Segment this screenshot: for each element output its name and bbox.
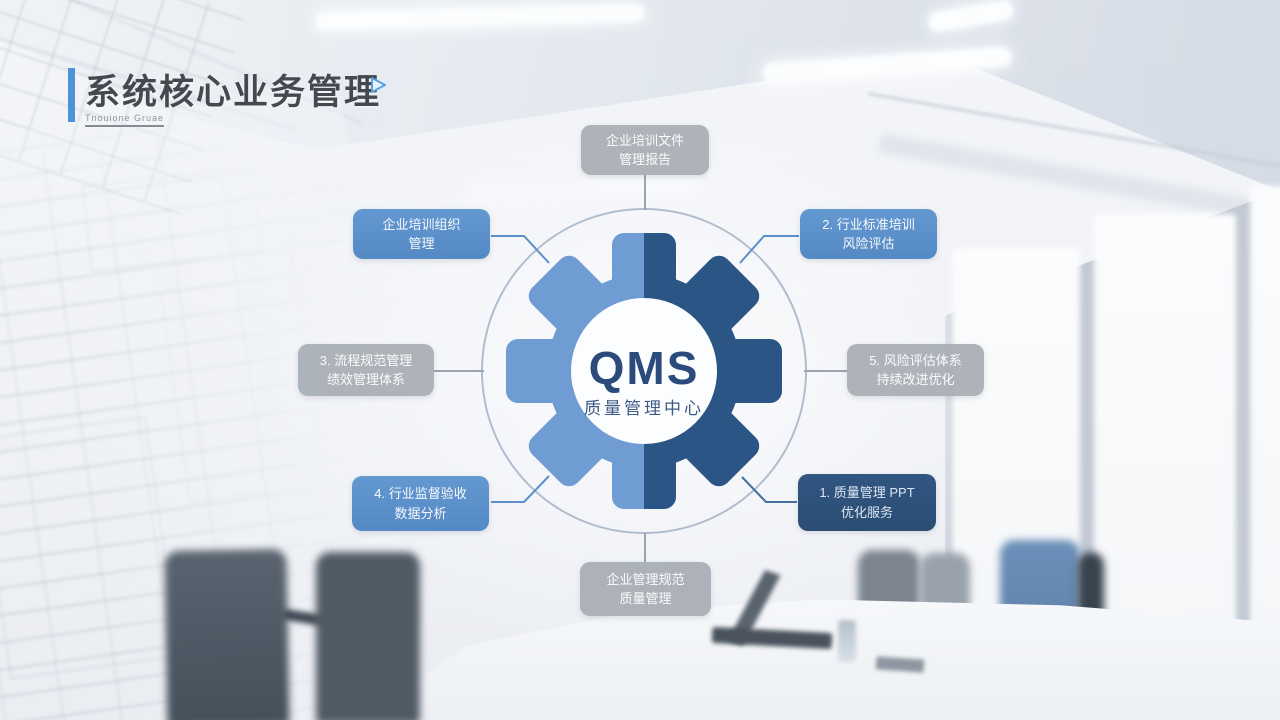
node-line: 优化服务 xyxy=(840,504,893,520)
node-line: 4. 行业监督验收 xyxy=(374,486,467,501)
ceiling-light-strip xyxy=(926,0,1016,34)
ceiling-light-strip xyxy=(469,179,701,202)
window-pane xyxy=(952,248,1080,720)
laptop-base xyxy=(711,626,833,650)
title-caption: Tnouione Gruae xyxy=(85,113,165,127)
node-line: 持续改进优化 xyxy=(876,372,955,387)
node-supervision-acceptance: 4. 行业监督验收 数据分析 xyxy=(352,476,489,531)
hub-ring xyxy=(481,208,807,534)
node-line: 企业培训文件 xyxy=(605,132,684,148)
node-quality-ppt: 1. 质量管理 PPT 优化服务 xyxy=(798,474,936,531)
node-line: 管理报告 xyxy=(618,152,671,167)
node-training-organization: 企业培训组织 管理 xyxy=(353,209,490,259)
node-line: 5. 风险评估体系 xyxy=(869,352,962,368)
qms-acronym: QMS xyxy=(589,342,700,394)
node-enterprise-standards: 企业管理规范 质量管理 xyxy=(580,562,711,616)
gear-hub-circle xyxy=(571,298,717,444)
office-chair-gray xyxy=(920,553,970,698)
node-line: 企业管理规范 xyxy=(606,571,685,587)
ceiling-beam-band xyxy=(878,133,1280,230)
ceiling-plane xyxy=(0,0,1280,195)
blueprint-rectangle xyxy=(0,416,180,680)
gear-icon xyxy=(506,233,782,509)
qms-center-label: 质量管理中心 xyxy=(584,399,704,418)
node-line: 2. 行业标准培训 xyxy=(822,216,915,232)
node-training-files: 企业培训文件 管理报告 xyxy=(581,125,709,175)
blueprint-rectangle xyxy=(82,167,263,272)
chair-armrest xyxy=(281,608,327,627)
slide-header: 系统核心业务管理 Tnouione Gruae xyxy=(68,64,386,127)
node-industry-standards: 2. 行业标准培训 风险评估 xyxy=(800,209,937,259)
ceiling-beam-line xyxy=(867,92,1280,174)
window-pane xyxy=(1094,214,1236,720)
ceiling-light-strip xyxy=(761,46,1013,84)
node-line: 数据分析 xyxy=(394,505,447,521)
blueprint-fade-overlay xyxy=(0,85,429,720)
connector-lower-left xyxy=(491,475,550,503)
connector-lower-right xyxy=(741,476,797,503)
node-line: 3. 流程规范管理 xyxy=(319,352,413,368)
connector-lines xyxy=(434,175,847,562)
node-line: 管理 xyxy=(408,236,435,251)
tablet xyxy=(875,656,925,673)
node-process-management: 3. 流程规范管理 绩效管理体系 xyxy=(298,344,434,396)
title-accent-bar xyxy=(68,68,75,122)
laptop-screen xyxy=(727,569,781,647)
play-triangle-icon xyxy=(371,77,386,93)
blueprint-wall-drawing xyxy=(0,85,429,720)
office-chair-gray xyxy=(858,550,920,700)
node-line: 绩效管理体系 xyxy=(326,372,405,387)
node-line: 企业培训组织 xyxy=(382,216,461,232)
office-chair-dark xyxy=(164,548,290,720)
page-title: 系统核心业务管理 xyxy=(85,73,382,112)
conference-table xyxy=(342,599,1280,720)
ceiling-light-strip xyxy=(314,3,646,31)
node-line: 风险评估 xyxy=(842,236,895,251)
office-chair-dark xyxy=(1078,552,1104,720)
node-risk-assessment: 5. 风险评估体系 持续改进优化 xyxy=(847,344,984,396)
office-chair-blue xyxy=(1000,540,1080,720)
connector-upper-right xyxy=(739,235,799,264)
window-pane xyxy=(1250,186,1280,720)
node-line: 1. 质量管理 PPT xyxy=(819,485,915,500)
cup xyxy=(838,620,856,662)
node-line: 质量管理 xyxy=(619,591,672,606)
window-frame xyxy=(945,181,1280,720)
connector-upper-left xyxy=(491,235,550,264)
office-chair-dark xyxy=(316,552,420,720)
